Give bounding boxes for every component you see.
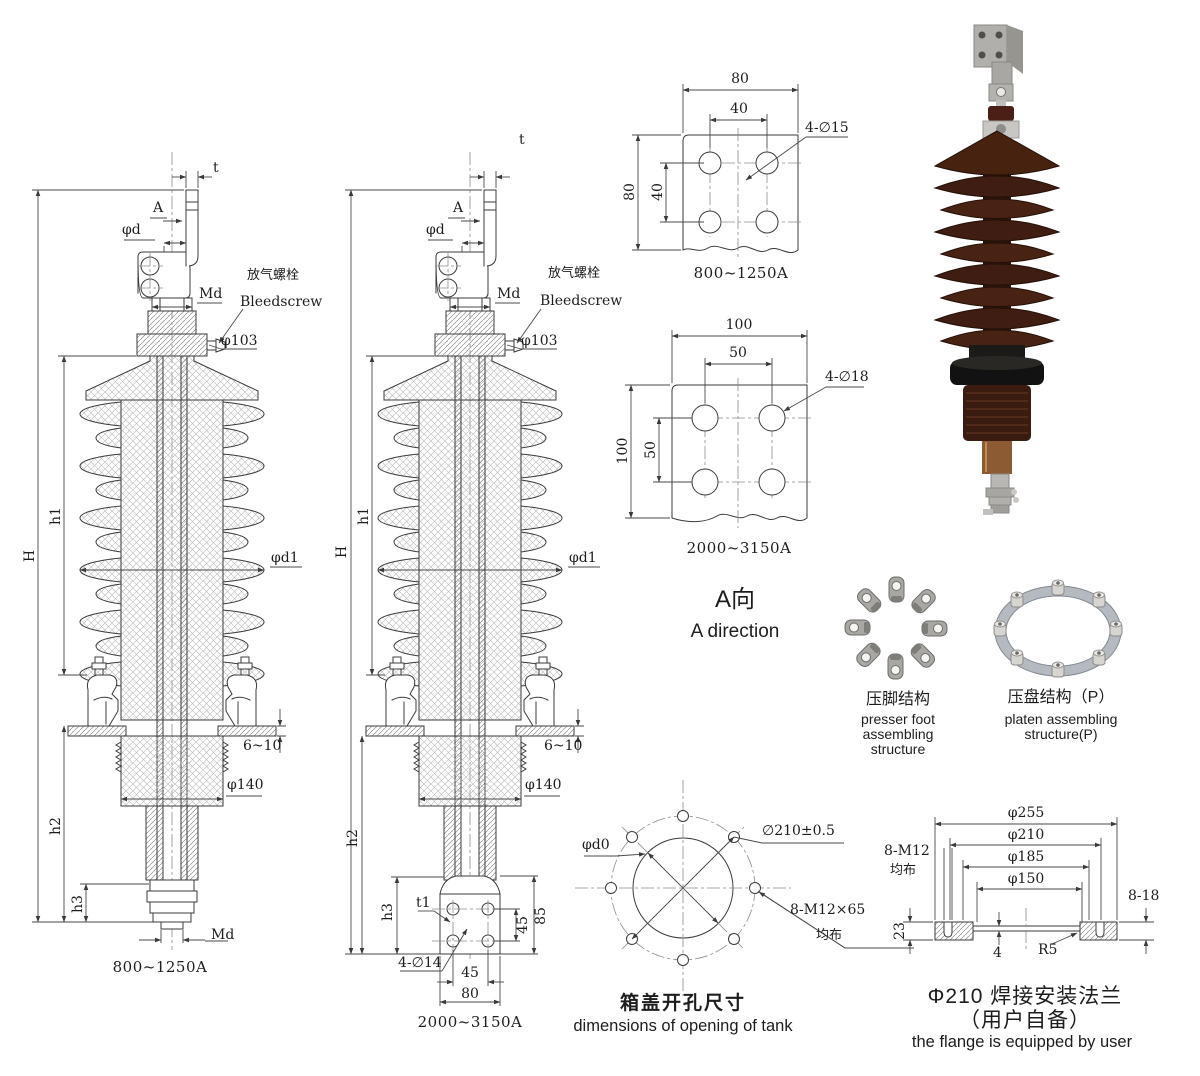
dim-bolt-circle: ∅210±0.5 — [762, 823, 835, 839]
dim-d185: φ185 — [1007, 849, 1045, 865]
flange-drawing — [903, 817, 1154, 954]
flange-caption-en: the flange is equipped by user — [911, 1033, 1133, 1051]
dim-pad-width: 80 — [461, 986, 479, 1002]
dim-outer-height: 80 — [622, 183, 638, 201]
dim-phi-d: φd — [122, 222, 141, 238]
dim-radius: R5 — [1038, 942, 1058, 958]
dim-t: t — [519, 132, 525, 148]
dim-h-total: H — [334, 545, 350, 559]
dim-holes: 4-∅18 — [825, 369, 869, 385]
dim-holes: 4-∅15 — [805, 120, 849, 136]
rating-caption-small: 800~1250A — [112, 958, 208, 976]
terminal-plate-small-drawing — [632, 84, 848, 258]
dim-phi-140: φ140 — [227, 777, 264, 793]
dim-h-total: H — [22, 549, 38, 563]
bleedscrew-label-cn: 放气螺栓 — [247, 267, 300, 282]
dim-bolts-evenly: 均布 — [890, 862, 917, 877]
dim-pitch-height: 40 — [650, 183, 666, 201]
dim-pitch-width: 50 — [729, 345, 747, 361]
dim-hole-pitch-x: 45 — [461, 965, 479, 981]
tank-opening-drawing — [575, 780, 914, 996]
dim-d255: φ255 — [1007, 805, 1045, 821]
flange-caption-cn: （用户自备） — [959, 1009, 1091, 1032]
bleedscrew-label-en: Bleedscrew — [540, 293, 623, 309]
view-arrow-a: A — [453, 200, 464, 216]
dim-web: 4 — [993, 945, 1002, 961]
dim-md-top: Md — [497, 286, 521, 302]
dim-pad-holes: 4-∅14 — [398, 955, 442, 971]
dim-plate-gap: 6~10 — [544, 738, 583, 754]
tank-opening-caption-en: dimensions of opening of tank — [573, 1017, 793, 1035]
dim-pitch-width: 40 — [730, 101, 748, 117]
dim-h1: h1 — [48, 507, 64, 525]
bleedscrew-label-en: Bleedscrew — [240, 294, 323, 310]
rating-caption-large: 2000~3150A — [417, 1013, 523, 1031]
presser-foot-photo — [844, 576, 948, 680]
dim-phi-d: φd — [426, 222, 445, 238]
dim-bolts: 8-M12 — [884, 843, 930, 859]
platen-caption-en: structure(P) — [1024, 726, 1098, 742]
dim-pitch-height: 50 — [643, 441, 659, 459]
dim-t1: t1 — [416, 895, 431, 911]
dim-outer-width: 100 — [725, 317, 753, 333]
presser-foot-caption-en: structure — [870, 741, 926, 757]
dim-md-top: Md — [199, 286, 223, 302]
dim-outer-height: 100 — [615, 437, 631, 465]
flange-caption-cn: Φ210 焊接安装法兰 — [927, 985, 1123, 1008]
a-direction-cn: A向 — [714, 586, 756, 613]
dim-pad-height: 85 — [533, 907, 549, 925]
presser-foot-caption-en: presser foot — [861, 711, 935, 727]
dim-outer-width: 80 — [731, 71, 749, 87]
bushing-large-drawing — [345, 152, 600, 1006]
dim-d150: φ150 — [1007, 871, 1045, 887]
terminal-plate-large-drawing — [625, 330, 864, 528]
dim-hole-pitch-y: 45 — [515, 916, 531, 934]
platen-caption-cn: 压盘结构（P） — [1007, 689, 1115, 706]
dim-phi-d1: φd1 — [271, 550, 299, 566]
platen-caption-en: platen assembling — [1004, 711, 1118, 727]
product-photo — [933, 24, 1061, 515]
dim-bolts: 8-M12×65 — [790, 902, 866, 918]
rating-caption-large: 2000~3150A — [686, 539, 792, 557]
tank-opening-caption-cn: 箱盖开孔尺寸 — [619, 993, 747, 1014]
dim-phi-d1: φd1 — [569, 550, 597, 566]
dim-thickness: 23 — [892, 922, 908, 940]
dim-h3: h3 — [380, 903, 396, 921]
rating-caption-small: 800~1250A — [693, 264, 789, 282]
dim-hole-depth: 8-18 — [1128, 888, 1160, 904]
presser-foot-caption-cn: 压脚结构 — [865, 691, 931, 708]
dim-h2: h2 — [345, 829, 361, 847]
presser-foot-caption-en: assembling — [862, 726, 934, 742]
dim-bolts-evenly: 均布 — [816, 927, 843, 942]
bleedscrew-label-cn: 放气螺栓 — [548, 265, 601, 280]
dim-h2: h2 — [48, 817, 64, 835]
dim-phi-140: φ140 — [525, 777, 562, 793]
a-direction-en: A direction — [690, 621, 780, 642]
dim-plate-gap: 6~10 — [243, 738, 282, 754]
dim-t: t — [213, 160, 219, 176]
platen-photo — [993, 579, 1123, 678]
dim-d210: φ210 — [1007, 827, 1045, 843]
dim-phi-103: φ103 — [221, 333, 258, 349]
dim-phi-d0: φd0 — [582, 837, 610, 853]
dim-md-bottom: Md — [211, 927, 235, 943]
dim-h1: h1 — [356, 507, 372, 525]
bushing-small-drawing — [32, 152, 302, 950]
view-arrow-a: A — [153, 200, 164, 216]
dim-phi-103: φ103 — [521, 333, 558, 349]
dim-h3: h3 — [70, 895, 86, 913]
